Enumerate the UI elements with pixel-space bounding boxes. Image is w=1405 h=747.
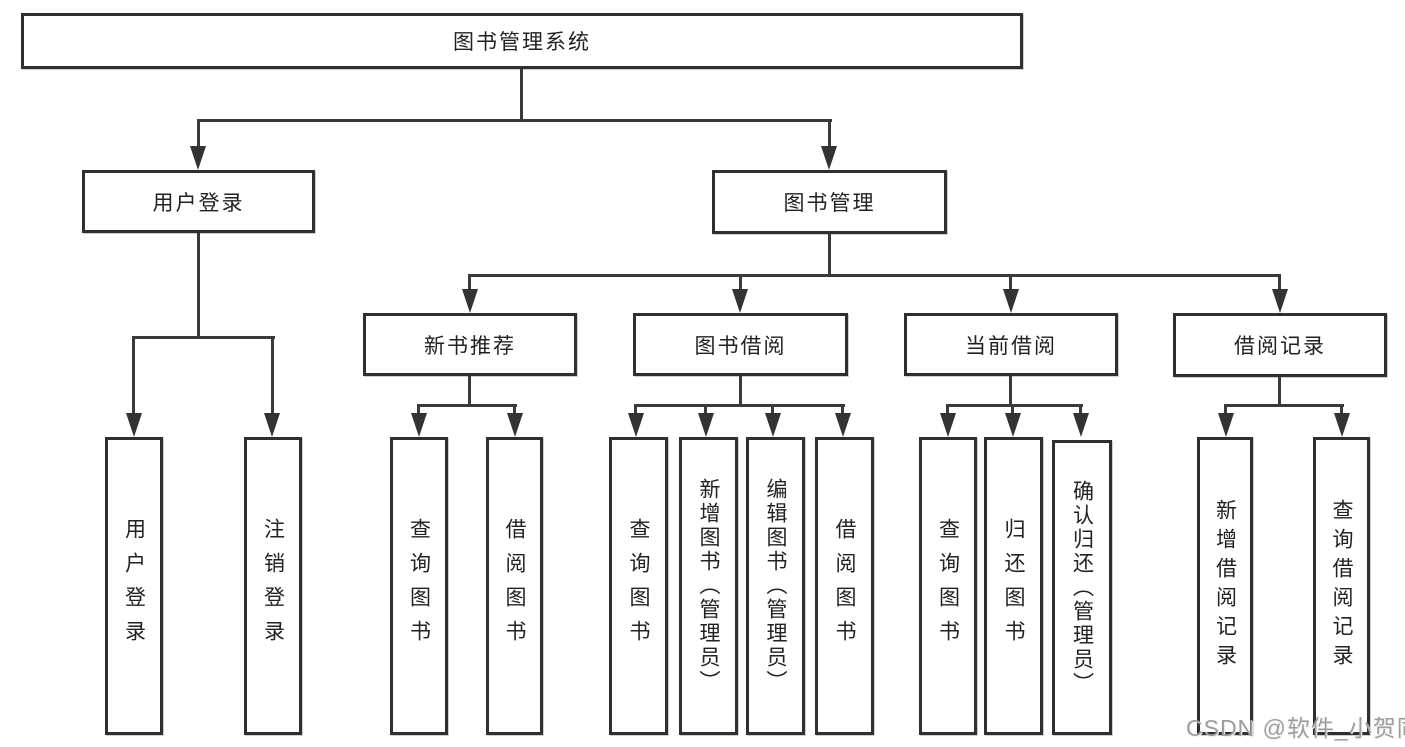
node-leaf-add-books-admin: 新增图书（管理员） bbox=[679, 437, 738, 735]
arrowhead-icon bbox=[1005, 413, 1021, 437]
connector-line bbox=[828, 119, 831, 149]
arrowhead-icon bbox=[1272, 289, 1288, 313]
connector-line bbox=[841, 404, 844, 416]
connector-line bbox=[634, 404, 637, 416]
node-label: 新增借阅记录 bbox=[1213, 499, 1237, 673]
arrowhead-icon bbox=[1218, 413, 1234, 437]
node-library-system-root: 图书管理系统 bbox=[21, 13, 1023, 69]
node-label: 新增图书（管理员） bbox=[697, 478, 720, 694]
node-leaf-logout: 注销登录 bbox=[244, 437, 302, 735]
node-label: 注销登录 bbox=[261, 518, 285, 654]
connector-line bbox=[197, 119, 832, 122]
node-leaf-query-books-1: 查询图书 bbox=[390, 437, 448, 735]
connector-line bbox=[1224, 404, 1344, 407]
node-leaf-borrow-books-1: 借阅图书 bbox=[486, 437, 543, 735]
connector-line bbox=[739, 274, 742, 292]
arrowhead-icon bbox=[821, 146, 837, 170]
csdn-watermark: CSDN @软件_小贺同学 bbox=[1186, 715, 1405, 741]
node-leaf-query-books-2: 查询图书 bbox=[609, 437, 668, 735]
connector-line bbox=[197, 119, 200, 149]
arrowhead-icon bbox=[190, 146, 206, 170]
connector-line bbox=[1224, 404, 1227, 416]
node-label: 查询图书 bbox=[936, 518, 960, 654]
node-label: 借阅图书 bbox=[503, 518, 526, 654]
node-user-login: 用户登录 bbox=[82, 170, 315, 233]
node-book-borrowing: 图书借阅 bbox=[633, 313, 848, 376]
node-label: 新书推荐 bbox=[424, 334, 516, 358]
node-leaf-borrow-books-2: 借阅图书 bbox=[815, 437, 874, 735]
node-label: 查询图书 bbox=[407, 518, 431, 654]
node-label: 编辑图书（管理员） bbox=[764, 478, 787, 694]
node-label: 借阅图书 bbox=[833, 518, 856, 654]
connector-line bbox=[132, 336, 135, 416]
connector-line bbox=[132, 336, 275, 339]
node-label: 图书借阅 bbox=[694, 334, 787, 358]
node-new-book-recommend: 新书推荐 bbox=[363, 313, 577, 376]
connector-line bbox=[271, 336, 274, 416]
connector-line bbox=[1340, 404, 1343, 416]
connector-line bbox=[468, 274, 1281, 277]
node-book-management: 图书管理 bbox=[712, 170, 947, 234]
connector-line bbox=[946, 404, 1083, 407]
node-leaf-query-books-3: 查询图书 bbox=[919, 437, 977, 735]
connector-line bbox=[634, 404, 845, 407]
connector-line bbox=[417, 404, 517, 407]
node-label: 用户登录 bbox=[122, 518, 146, 654]
arrowhead-icon bbox=[1003, 289, 1019, 313]
arrowhead-icon bbox=[264, 413, 280, 437]
arrowhead-icon bbox=[765, 413, 781, 437]
node-leaf-user-login: 用户登录 bbox=[105, 437, 163, 735]
node-leaf-confirm-return-admin: 确认归还（管理员） bbox=[1052, 440, 1112, 735]
arrowhead-icon bbox=[940, 413, 956, 437]
connector-line bbox=[1079, 404, 1082, 416]
connector-line bbox=[197, 233, 200, 339]
connector-line bbox=[739, 376, 742, 407]
connector-line bbox=[1011, 404, 1014, 416]
arrowhead-icon bbox=[126, 413, 142, 437]
arrowhead-icon bbox=[835, 413, 851, 437]
node-label: 用户登录 bbox=[152, 191, 245, 215]
node-label: 图书管理 bbox=[783, 192, 876, 215]
node-label: 查询图书 bbox=[627, 518, 650, 654]
connector-line bbox=[1278, 377, 1281, 407]
connector-line bbox=[771, 404, 774, 416]
arrowhead-icon bbox=[698, 413, 714, 437]
node-label: 图书管理系统 bbox=[453, 31, 591, 54]
arrowhead-icon bbox=[628, 413, 644, 437]
connector-line bbox=[704, 404, 707, 416]
connector-line bbox=[1009, 274, 1012, 292]
arrowhead-icon bbox=[507, 413, 523, 437]
arrowhead-icon bbox=[462, 289, 478, 313]
node-leaf-return-books: 归还图书 bbox=[984, 437, 1043, 735]
node-label: 借阅记录 bbox=[1234, 335, 1326, 358]
connector-line bbox=[828, 234, 831, 277]
arrowhead-icon bbox=[732, 289, 748, 313]
connector-line bbox=[1278, 274, 1281, 292]
node-leaf-edit-books-admin: 编辑图书（管理员） bbox=[746, 437, 805, 735]
connector-line bbox=[417, 404, 420, 416]
node-borrow-records: 借阅记录 bbox=[1173, 313, 1387, 377]
node-label: 归还图书 bbox=[1002, 518, 1025, 654]
connector-line bbox=[513, 404, 516, 416]
node-leaf-add-borrow-record: 新增借阅记录 bbox=[1197, 437, 1253, 735]
connector-line bbox=[946, 404, 949, 416]
arrowhead-icon bbox=[411, 413, 427, 437]
connector-line bbox=[468, 376, 471, 407]
arrowhead-icon bbox=[1334, 413, 1350, 437]
node-label: 当前借阅 bbox=[965, 334, 1057, 358]
node-label: 查询借阅记录 bbox=[1330, 499, 1353, 673]
node-label: 确认归还（管理员） bbox=[1070, 479, 1094, 696]
arrowhead-icon bbox=[1073, 413, 1089, 437]
connector-line bbox=[1009, 376, 1012, 407]
connector-line bbox=[520, 69, 523, 121]
node-current-borrowing: 当前借阅 bbox=[904, 313, 1118, 376]
connector-line bbox=[468, 274, 471, 292]
node-leaf-query-borrow-record: 查询借阅记录 bbox=[1313, 437, 1370, 735]
